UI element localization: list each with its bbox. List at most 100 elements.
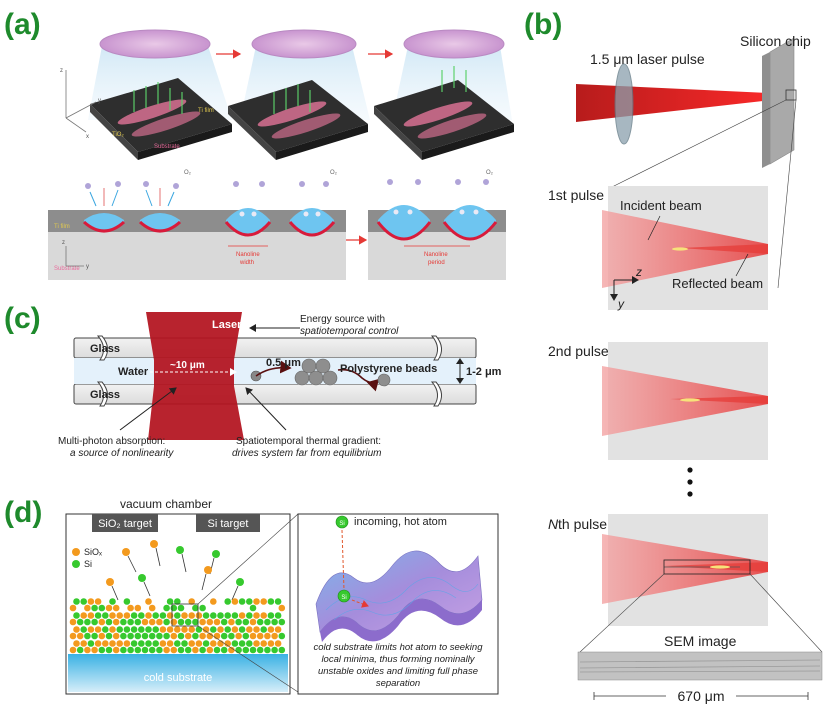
film-particle <box>238 626 246 633</box>
stage-3 <box>374 29 514 160</box>
film-particle <box>105 646 113 654</box>
film-particle <box>87 640 95 647</box>
film-particle <box>80 626 87 633</box>
film-particle <box>170 618 178 626</box>
film-particle <box>170 604 178 612</box>
film-particle <box>123 626 131 633</box>
film-particle <box>220 618 228 626</box>
nanoline-period-1: Nanoline <box>424 252 448 258</box>
nanoline-width-2: width <box>239 260 254 266</box>
axis-x-line <box>65 117 87 133</box>
film-particle <box>242 646 250 654</box>
energy-source-1: Energy source with <box>300 314 385 325</box>
film-particle <box>84 646 91 654</box>
o2-label-1: O₂ <box>184 170 192 176</box>
film-particle <box>202 640 210 647</box>
panel-d: vacuum chamber SiO₂ target Si target SiO… <box>65 497 499 695</box>
legend-si-marker <box>72 560 80 568</box>
film-particle <box>249 632 257 640</box>
film-particle <box>249 604 257 612</box>
glass-top-label: Glass <box>90 343 120 355</box>
film-particle <box>148 604 156 612</box>
film-particle <box>271 618 278 626</box>
film-particle <box>98 604 106 612</box>
nanoline-period-2: period <box>428 260 445 266</box>
film-particle <box>224 598 231 605</box>
o2-label-2: O₂ <box>330 170 338 176</box>
film-particle <box>148 632 156 640</box>
film-particle <box>73 626 80 633</box>
film-particle <box>94 612 102 619</box>
film-particle <box>267 612 275 619</box>
nth-pulse-label: th pulse <box>558 516 607 532</box>
film-particle <box>80 640 87 647</box>
film-particle <box>253 626 260 633</box>
film-particle <box>141 646 149 654</box>
film-particle <box>192 618 199 626</box>
film-particle <box>156 632 163 640</box>
film-particle <box>116 612 123 619</box>
film-particle <box>231 612 239 619</box>
cross-section-3: Nanoline period O₂ <box>368 170 506 280</box>
film-particle <box>220 632 228 640</box>
caption-line-2: local minima, thus forming nominally <box>321 654 475 665</box>
film-particle <box>192 646 199 654</box>
film-particle <box>163 646 170 654</box>
film-particle <box>134 632 142 640</box>
film-particle <box>256 646 264 654</box>
panel-a: Ti film Substrate TiO₂ z y x <box>48 29 514 280</box>
film-particle <box>152 640 159 647</box>
ellipsis-dots <box>687 467 693 497</box>
film-particle <box>271 632 278 640</box>
film-particle <box>184 618 192 626</box>
film-particle <box>170 646 178 654</box>
film-particle <box>105 604 113 612</box>
panel-label-b: (b) <box>524 8 563 41</box>
si-target <box>196 514 260 532</box>
film-particle <box>253 598 260 605</box>
film-particle <box>91 646 98 654</box>
film-particle <box>256 632 264 640</box>
film-particle <box>102 626 109 633</box>
film-particle <box>231 640 239 647</box>
film-particle <box>130 612 138 619</box>
film-particle <box>109 612 116 619</box>
film-particle <box>145 612 152 619</box>
film-particle <box>112 604 120 612</box>
film-particle <box>177 632 185 640</box>
film-particle <box>120 646 127 654</box>
film-particle <box>278 618 286 626</box>
film-particle <box>238 612 246 619</box>
ti-film-label: Ti film <box>198 108 214 114</box>
film-particle <box>87 626 95 633</box>
film-particle <box>116 626 123 633</box>
sio2-target-label: SiO₂ target <box>98 518 152 530</box>
film-particle <box>267 640 275 647</box>
film-particle <box>76 632 84 640</box>
film-particle <box>199 604 206 612</box>
film-particle <box>102 612 109 619</box>
film-particle <box>156 646 163 654</box>
chamber-label: vacuum chamber <box>120 497 212 511</box>
film-particle <box>274 612 282 619</box>
film-particle <box>166 612 174 619</box>
nth-pulse-n: N <box>548 516 559 532</box>
film-particle <box>145 598 152 605</box>
film-particle <box>123 598 131 605</box>
film-particle <box>148 646 156 654</box>
film-particle <box>256 618 264 626</box>
film-particle <box>127 632 134 640</box>
film-particle <box>159 612 167 619</box>
film-particle <box>174 640 181 647</box>
film-particle <box>87 598 95 605</box>
film-particle <box>224 626 231 633</box>
film-particle <box>192 604 199 612</box>
film-particle <box>69 632 77 640</box>
film-particle <box>127 646 134 654</box>
film-particle <box>210 612 217 619</box>
film-particle <box>231 598 239 605</box>
film-particle <box>163 632 170 640</box>
film-particle <box>184 646 192 654</box>
film-particle <box>105 632 113 640</box>
film-particle <box>80 612 87 619</box>
